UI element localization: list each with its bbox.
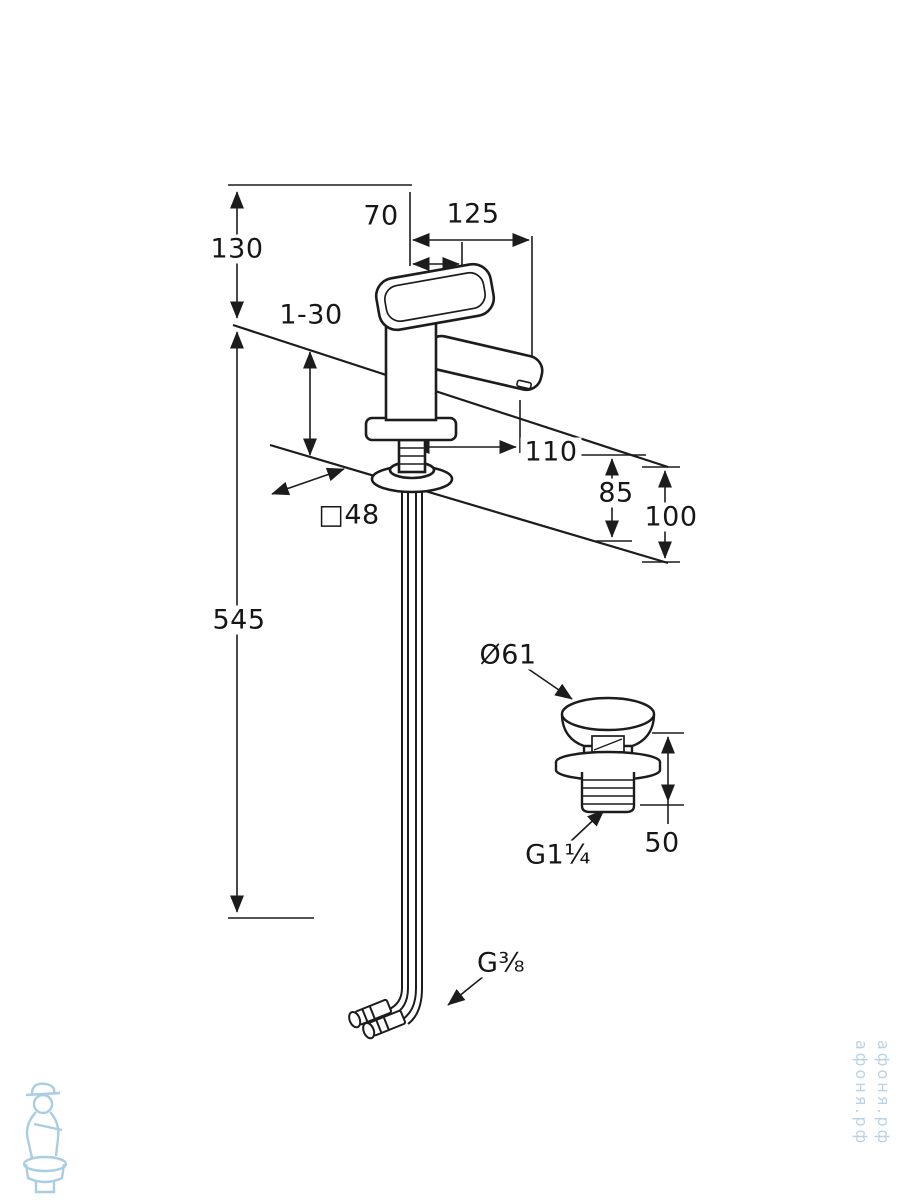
dim-label-width-70: 70	[359, 201, 403, 231]
watermark-text: афоня.рф	[874, 1040, 893, 1147]
dim-label-height-100: 100	[640, 502, 702, 532]
countertop-lines	[232, 323, 669, 565]
dim-label-drain-height-50: 50	[640, 828, 684, 858]
dim-label-hose-545: 545	[208, 605, 270, 635]
hose-connector	[348, 998, 392, 1029]
faucet-drawing	[364, 262, 544, 494]
faucet-body	[384, 314, 438, 422]
drain-thread	[580, 772, 636, 814]
dim-label-height-130: 130	[206, 234, 268, 264]
dim-label-drain-thread-g114: G1¼	[521, 840, 595, 870]
dim-label-base-square-48: □48	[314, 500, 384, 530]
hose-connector	[362, 1009, 406, 1040]
faucet-shank	[397, 438, 427, 474]
dim-label-drain-diameter-61: Ø61	[475, 640, 541, 670]
dim-label-width-125: 125	[442, 199, 504, 229]
dim-label-thickness-1-30: 1-30	[275, 300, 347, 330]
dim-label-supply-thread-g38: G⅜	[472, 948, 530, 978]
dim-label-reach-110: 110	[520, 437, 582, 467]
faucet-spout	[424, 334, 544, 392]
drain-mechanism	[591, 735, 625, 753]
supply-hoses	[348, 472, 427, 1040]
watermark-text: афоня.рф	[852, 1040, 871, 1147]
dim-label-height-85: 85	[594, 478, 638, 508]
drain-drawing	[554, 696, 662, 814]
plumber-logo	[22, 1082, 68, 1194]
faucet-handle	[374, 262, 496, 332]
